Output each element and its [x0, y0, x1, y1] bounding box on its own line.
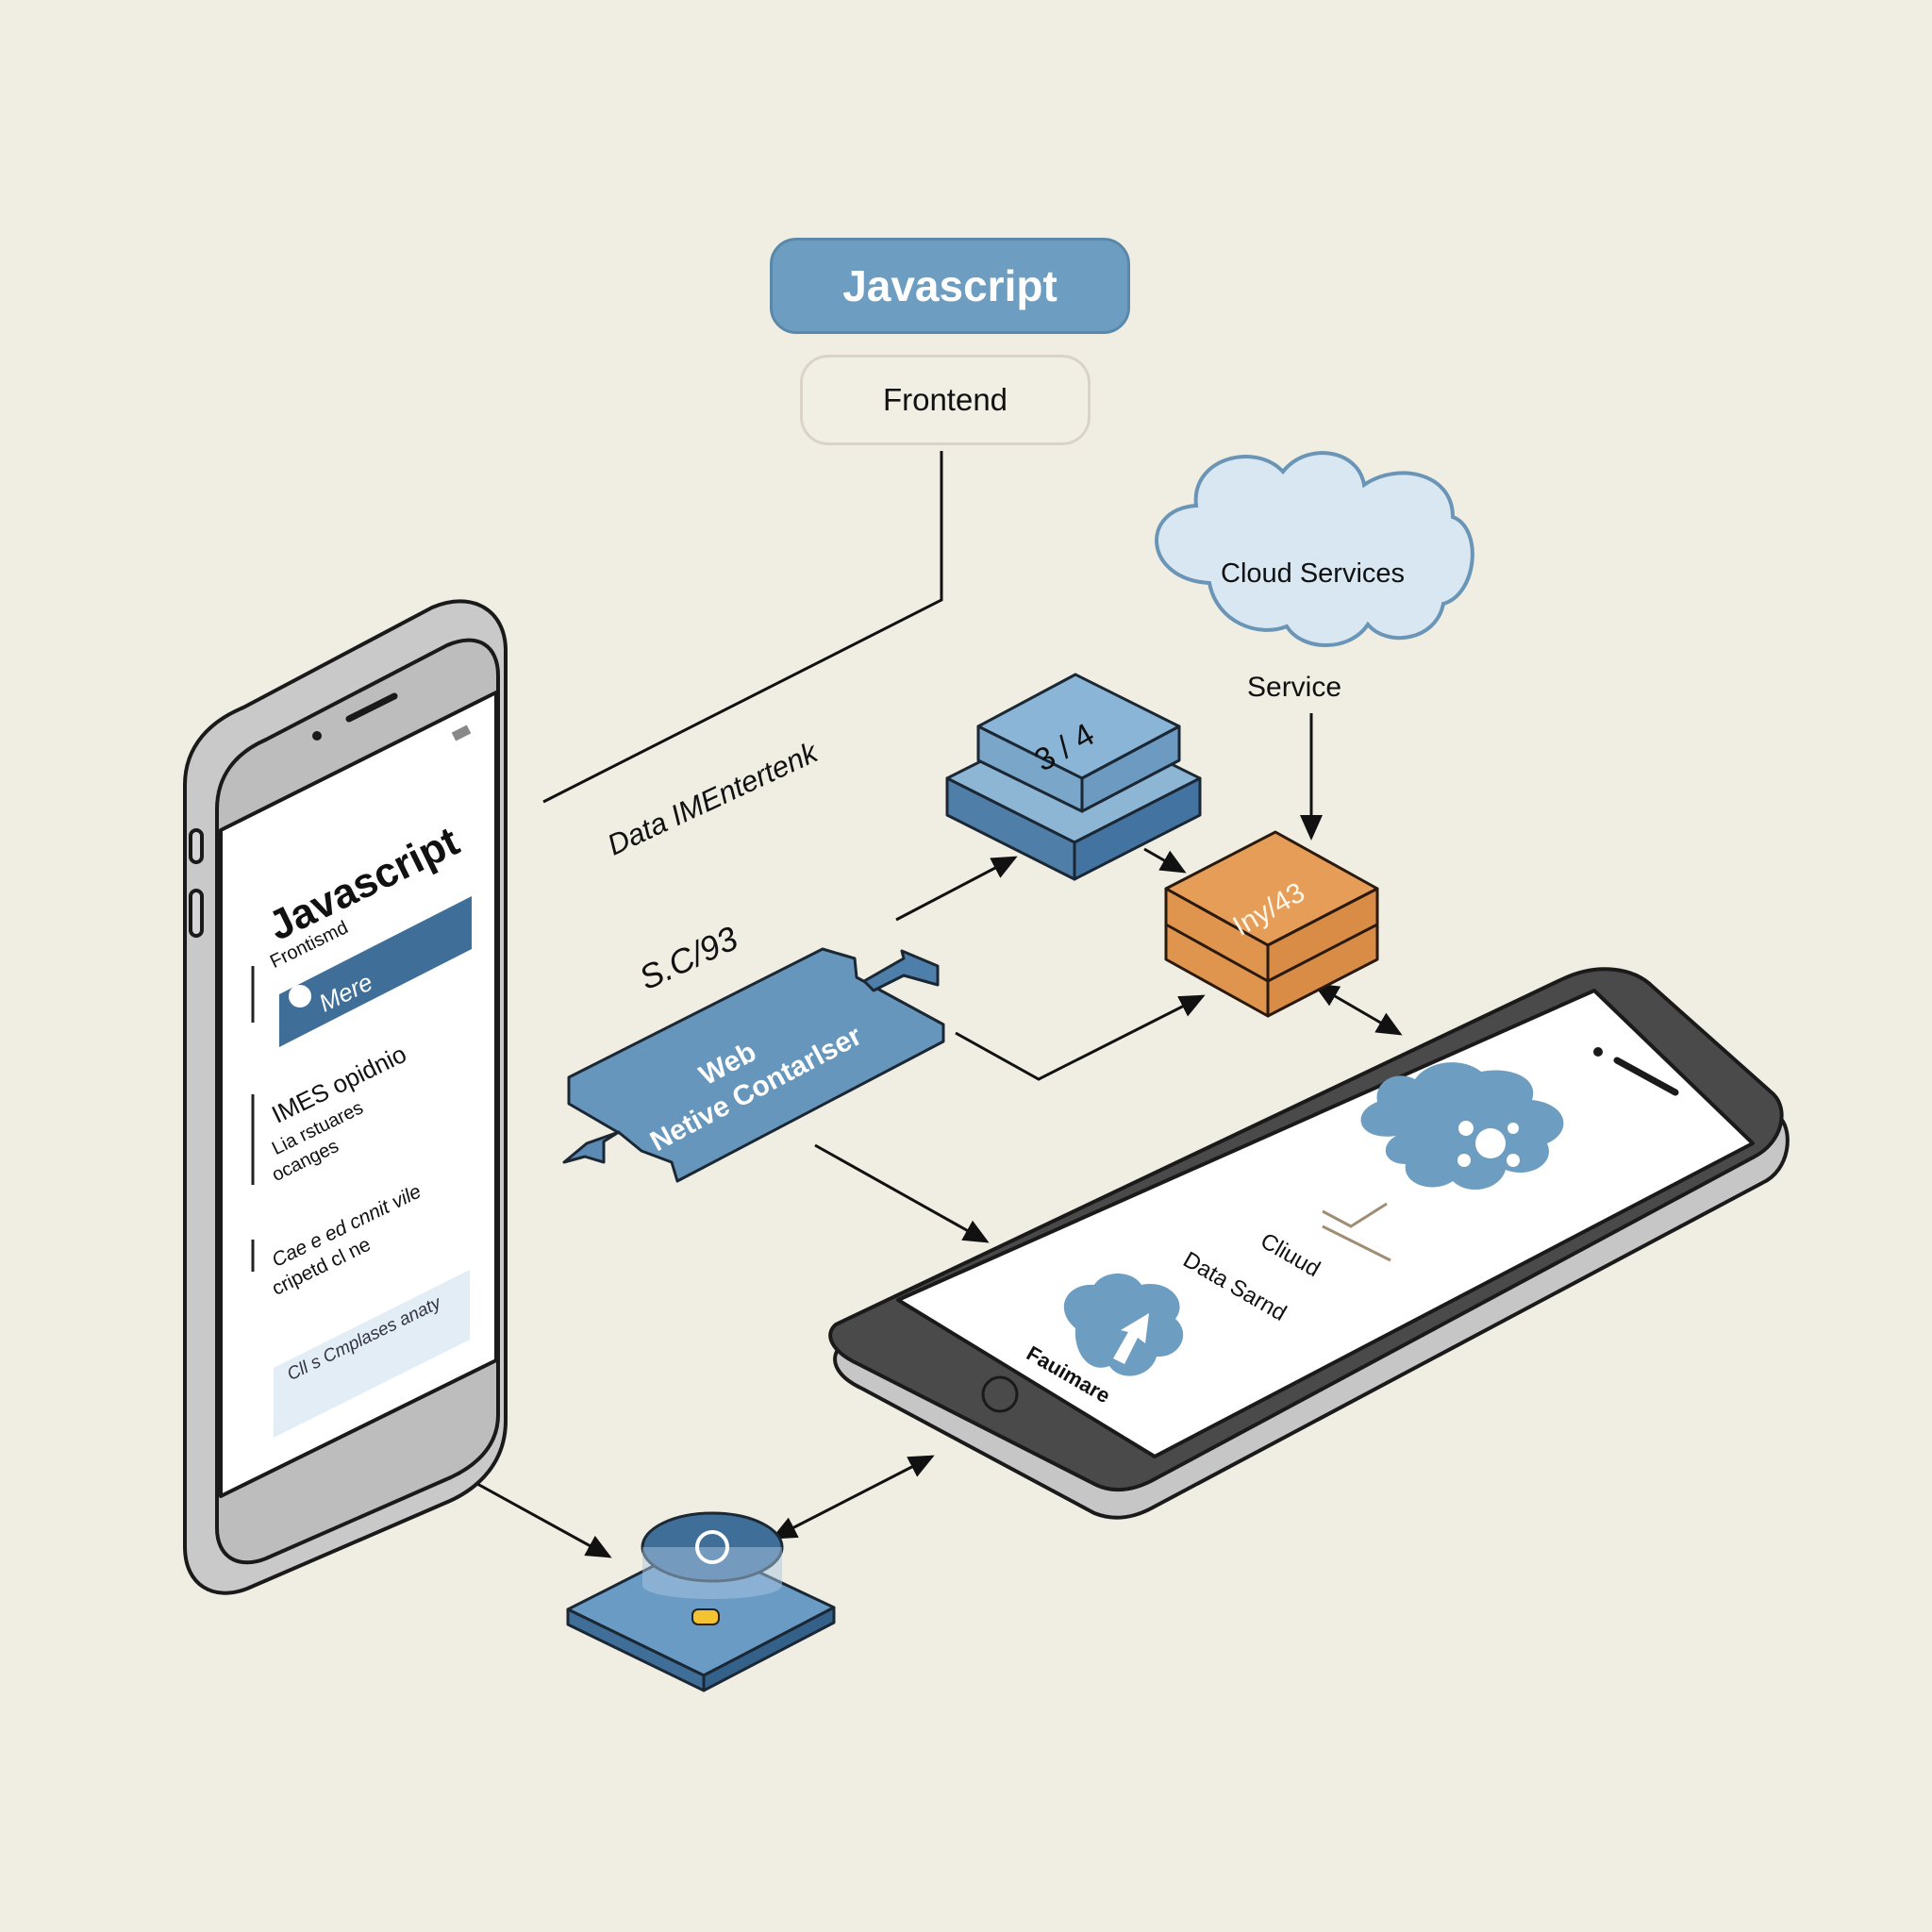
bridge-to-blue-arrow [895, 856, 1018, 922]
frontend-label: Frontend [882, 382, 1008, 417]
service-label: Service [1247, 672, 1342, 703]
right-phone-speaker [1613, 1057, 1679, 1096]
left-phone-to-device-arrow [458, 1472, 612, 1558]
javascript-title: Javascript [842, 261, 1058, 310]
bridge-to-orange-arrow [955, 994, 1206, 1081]
device-phone-arrow [771, 1455, 935, 1540]
javascript-title-pill: Javascript [770, 238, 1130, 334]
orange-phone-arrow [1312, 983, 1403, 1036]
device-chip-icon [691, 1608, 720, 1625]
right-phone-camera [1593, 1047, 1603, 1057]
left-phone-speaker [345, 692, 398, 723]
upload-cloud-icon [1063, 1274, 1184, 1376]
device-hub-icon [695, 1530, 729, 1564]
battery-icon [451, 724, 472, 741]
cloud-connector [1322, 1202, 1388, 1228]
bottom-device [566, 1511, 836, 1692]
frontend-pill: Frontend [800, 355, 1091, 445]
blue-to-orange-arrow [1143, 847, 1187, 874]
cloud-services-label: Cloud Services [1221, 558, 1406, 589]
cloud-services-shape [1155, 451, 1474, 647]
right-phone [828, 967, 1790, 1520]
bridge-to-phone-arrow [814, 1143, 990, 1243]
home-button[interactable] [981, 1375, 1019, 1413]
blue-stack-block [945, 673, 1202, 881]
web-native-bridge [562, 947, 945, 1183]
left-phone-footer-box [274, 1270, 470, 1438]
left-phone-menu-bar [279, 896, 472, 1047]
chat-icon [289, 985, 311, 1008]
frontend-connector [542, 451, 943, 804]
left-phone-camera [312, 731, 322, 741]
orange-stack-block [1164, 830, 1379, 1018]
